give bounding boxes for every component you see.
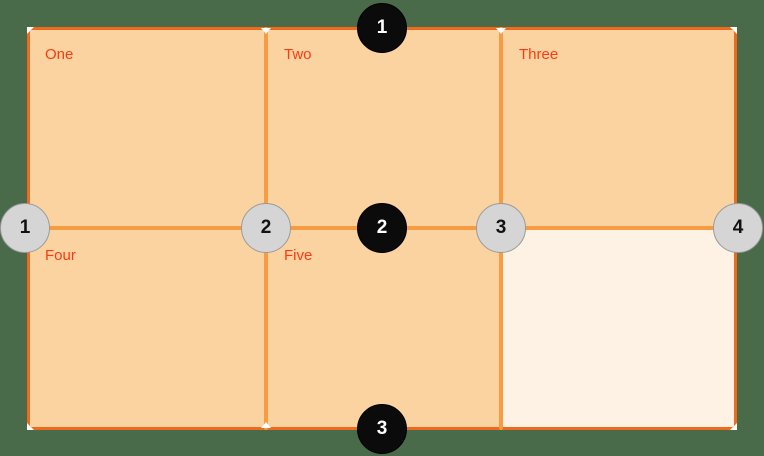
row-handle-2[interactable]: 2 <box>357 203 407 253</box>
row-handle-2-label: 2 <box>376 217 388 238</box>
column-handle-4-label: 4 <box>732 217 744 238</box>
column-handle-4[interactable]: 4 <box>713 203 763 253</box>
divider-notch-top-1 <box>261 28 271 34</box>
row-handle-3-label: 3 <box>376 418 388 439</box>
row-handle-1-label: 1 <box>376 17 388 38</box>
cell-label-two: Two <box>284 46 312 63</box>
cell-label-four: Four <box>45 247 76 264</box>
table-cell-two[interactable]: Two <box>266 27 501 228</box>
column-handle-3[interactable]: 3 <box>476 203 526 253</box>
cell-label-five: Five <box>284 247 313 264</box>
corner-notch-bottom-left <box>27 423 34 430</box>
table-cell-empty[interactable] <box>501 228 737 430</box>
row-handle-3[interactable]: 3 <box>357 404 407 454</box>
corner-notch-top-right <box>730 27 737 34</box>
table-cell-five[interactable]: Five <box>266 228 501 430</box>
column-handle-3-label: 3 <box>495 217 507 238</box>
divider-notch-top-2 <box>496 28 506 34</box>
cell-label-three: Three <box>519 46 559 63</box>
column-handle-1[interactable]: 1 <box>0 203 50 253</box>
table-area: One Two Three Four Five <box>27 27 737 430</box>
column-handle-2-label: 2 <box>260 217 272 238</box>
row-handle-1[interactable]: 1 <box>357 3 407 53</box>
corner-notch-top-left <box>27 27 34 34</box>
column-handle-2[interactable]: 2 <box>241 203 291 253</box>
corner-notch-bottom-right <box>730 423 737 430</box>
table-cell-three[interactable]: Three <box>501 27 737 228</box>
column-handle-1-label: 1 <box>19 217 31 238</box>
cell-label-one: One <box>45 46 74 63</box>
table-cell-four[interactable]: Four <box>27 228 266 430</box>
table-cell-one[interactable]: One <box>27 27 266 228</box>
divider-notch-bottom-1 <box>261 422 271 428</box>
